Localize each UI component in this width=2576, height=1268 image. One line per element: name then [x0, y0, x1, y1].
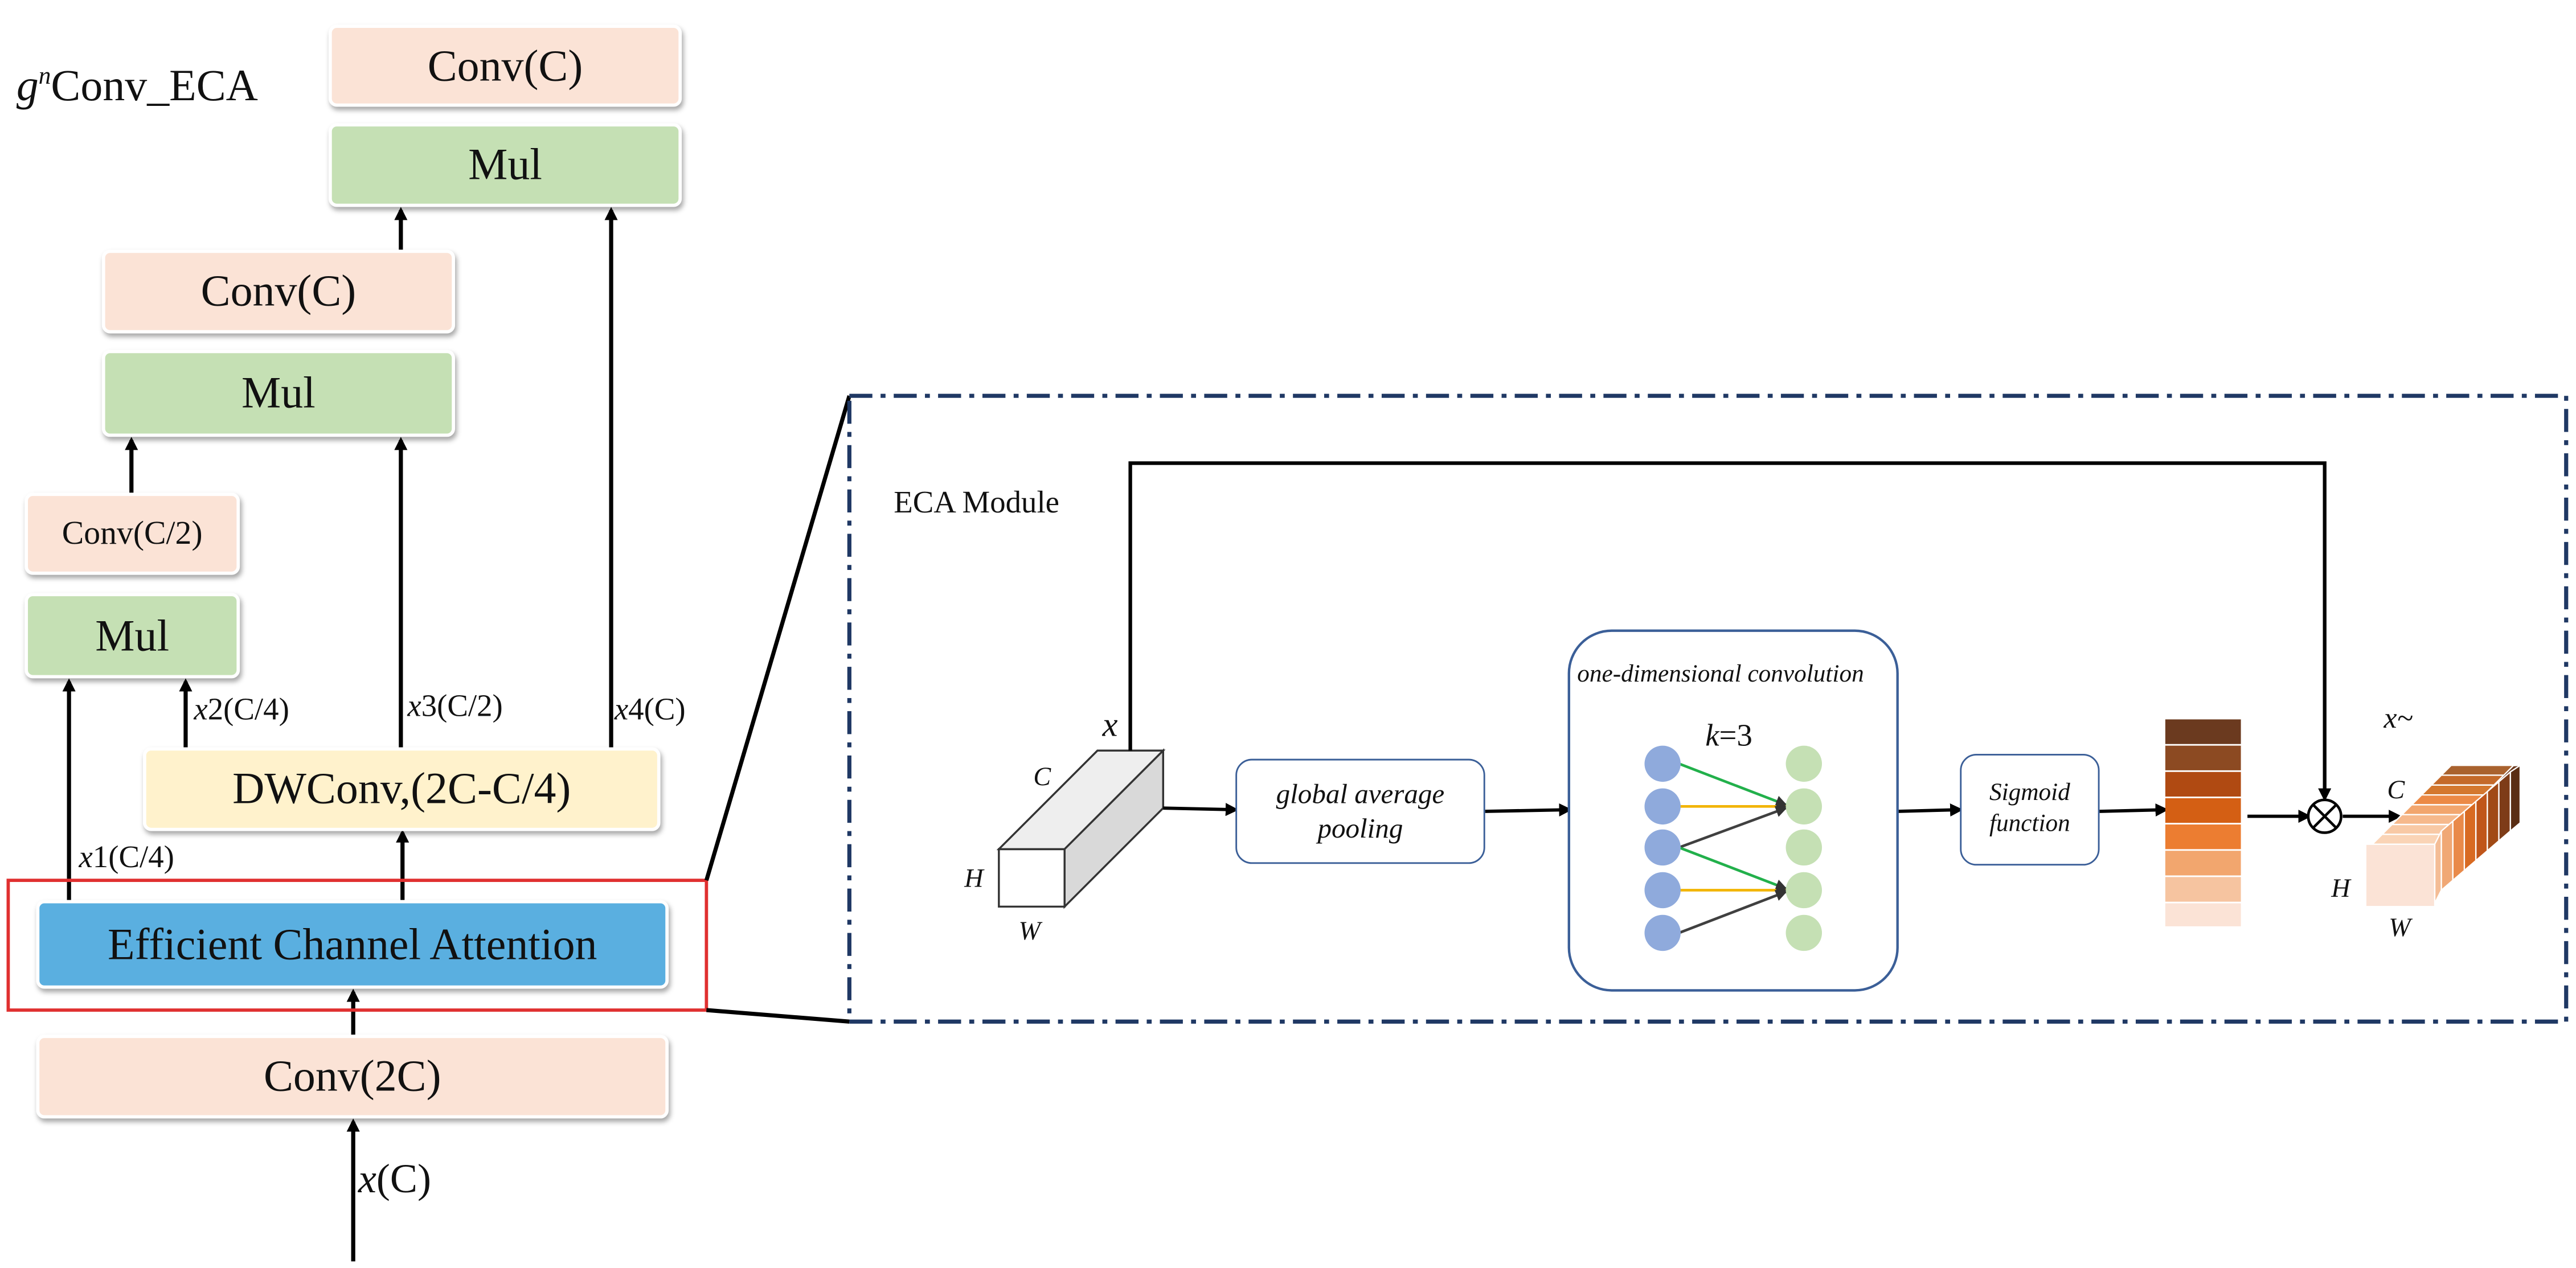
weight-cell — [2165, 745, 2241, 770]
conv-top-block: Conv(C) — [328, 24, 682, 107]
x3-var: x — [407, 690, 421, 725]
conv-half-block: Conv(C/2) — [24, 493, 240, 575]
mul-low-block: Mul — [24, 593, 240, 679]
weight-cell — [2165, 824, 2241, 850]
input-node — [1644, 872, 1681, 909]
x3-label: x3(C/2) — [407, 691, 502, 723]
edge-1 — [1678, 762, 1788, 807]
input-feature-cuboid — [996, 748, 1166, 909]
kernel-var: k — [1705, 719, 1719, 754]
input-node — [1644, 914, 1681, 951]
x4-idx: 4 — [628, 693, 644, 728]
edge-3 — [1678, 806, 1788, 849]
x4-dim: (C) — [644, 693, 686, 728]
x3-dim: (C/2) — [437, 690, 503, 725]
title-prefix: g — [16, 60, 39, 110]
x1-dim: (C/4) — [108, 840, 174, 876]
out-dim-w-label: W — [2389, 914, 2411, 943]
conv1d-output-nodes — [1785, 745, 1823, 951]
output-node — [1785, 914, 1823, 951]
eca-module-frame — [847, 393, 2569, 1024]
output-node — [1785, 788, 1823, 825]
input-node — [1644, 829, 1681, 866]
output-node — [1785, 745, 1823, 782]
input-node — [1644, 788, 1681, 825]
weight-cell — [2165, 772, 2241, 797]
dwconv-block: DWConv,(2C-C/4) — [142, 747, 661, 831]
input-dim: (C) — [376, 1158, 432, 1203]
dim-c-label: C — [1033, 764, 1051, 792]
output-node — [1785, 872, 1823, 909]
x2-var: x — [194, 693, 208, 728]
kernel-eq: =3 — [1719, 719, 1752, 754]
conv-2c-block: Conv(2C) — [36, 1035, 669, 1119]
out-dim-c-label: C — [2387, 777, 2405, 805]
input-node — [1644, 745, 1681, 782]
dim-h-label: H — [964, 865, 984, 894]
diagram-title: gnConv_ECA — [16, 60, 258, 110]
channel-weight-bar — [2165, 719, 2241, 926]
weight-cell — [2165, 719, 2241, 744]
x4-var: x — [614, 693, 629, 728]
x2-dim: (C/4) — [223, 693, 289, 728]
weight-cell — [2165, 851, 2241, 876]
x1-idx: 1 — [92, 840, 109, 876]
sigmoid-label: Sigmoid function — [1989, 780, 2070, 838]
x4-label: x4(C) — [615, 695, 686, 726]
arrow-to-gap — [1163, 803, 1239, 816]
mul-top-block: Mul — [328, 123, 682, 207]
output-node — [1785, 829, 1823, 866]
multiply-node — [2307, 798, 2342, 834]
x1-var: x — [79, 840, 93, 876]
kernel-label: k=3 — [1705, 721, 1752, 752]
output-feature-cuboid — [2365, 764, 2521, 908]
conv1d-input-nodes — [1644, 745, 1681, 951]
eca-highlight-frame — [6, 879, 708, 1012]
mul-mid-block: Mul — [101, 350, 456, 437]
zoom-line-top — [704, 395, 851, 881]
gap-box: global average pooling — [1235, 758, 1485, 864]
title-rest: Conv_ECA — [51, 60, 258, 110]
eca-block: Efficient Channel Attention — [36, 900, 669, 989]
sigmoid-box: Sigmoid function — [1960, 754, 2100, 866]
conv-mid-block: Conv(C) — [101, 249, 456, 334]
edge-6 — [1678, 890, 1788, 934]
x2-idx: 2 — [207, 693, 224, 728]
x1-label: x1(C/4) — [79, 843, 174, 874]
input-x-label: x — [1102, 704, 1118, 744]
gap-label: global average pooling — [1276, 778, 1445, 844]
arrow-to-sigmoid — [1897, 803, 1964, 817]
input-var: x — [358, 1158, 376, 1203]
arrow-to-conv1d — [1485, 803, 1572, 816]
title-superscript: n — [38, 64, 51, 91]
edge-4 — [1678, 846, 1788, 891]
out-dim-h-label: H — [2331, 875, 2350, 904]
input-label: x(C) — [358, 1160, 431, 1201]
weight-cell — [2165, 798, 2241, 823]
x2-label: x2(C/4) — [194, 695, 289, 726]
weight-cell — [2165, 903, 2241, 926]
output-x-label: x~ — [2383, 701, 2413, 734]
conv1d-edges — [1678, 762, 1788, 934]
conv1d-title: one-dimensional convolution — [1577, 662, 1864, 688]
zoom-line-bottom — [706, 1008, 850, 1024]
x3-idx: 3 — [421, 690, 437, 725]
weight-cell — [2165, 877, 2241, 902]
dim-w-label: W — [1018, 918, 1041, 946]
eca-module-title: ECA Module — [894, 486, 1060, 521]
arrow-to-weights — [2099, 803, 2169, 817]
skip-connection — [1128, 461, 2332, 802]
